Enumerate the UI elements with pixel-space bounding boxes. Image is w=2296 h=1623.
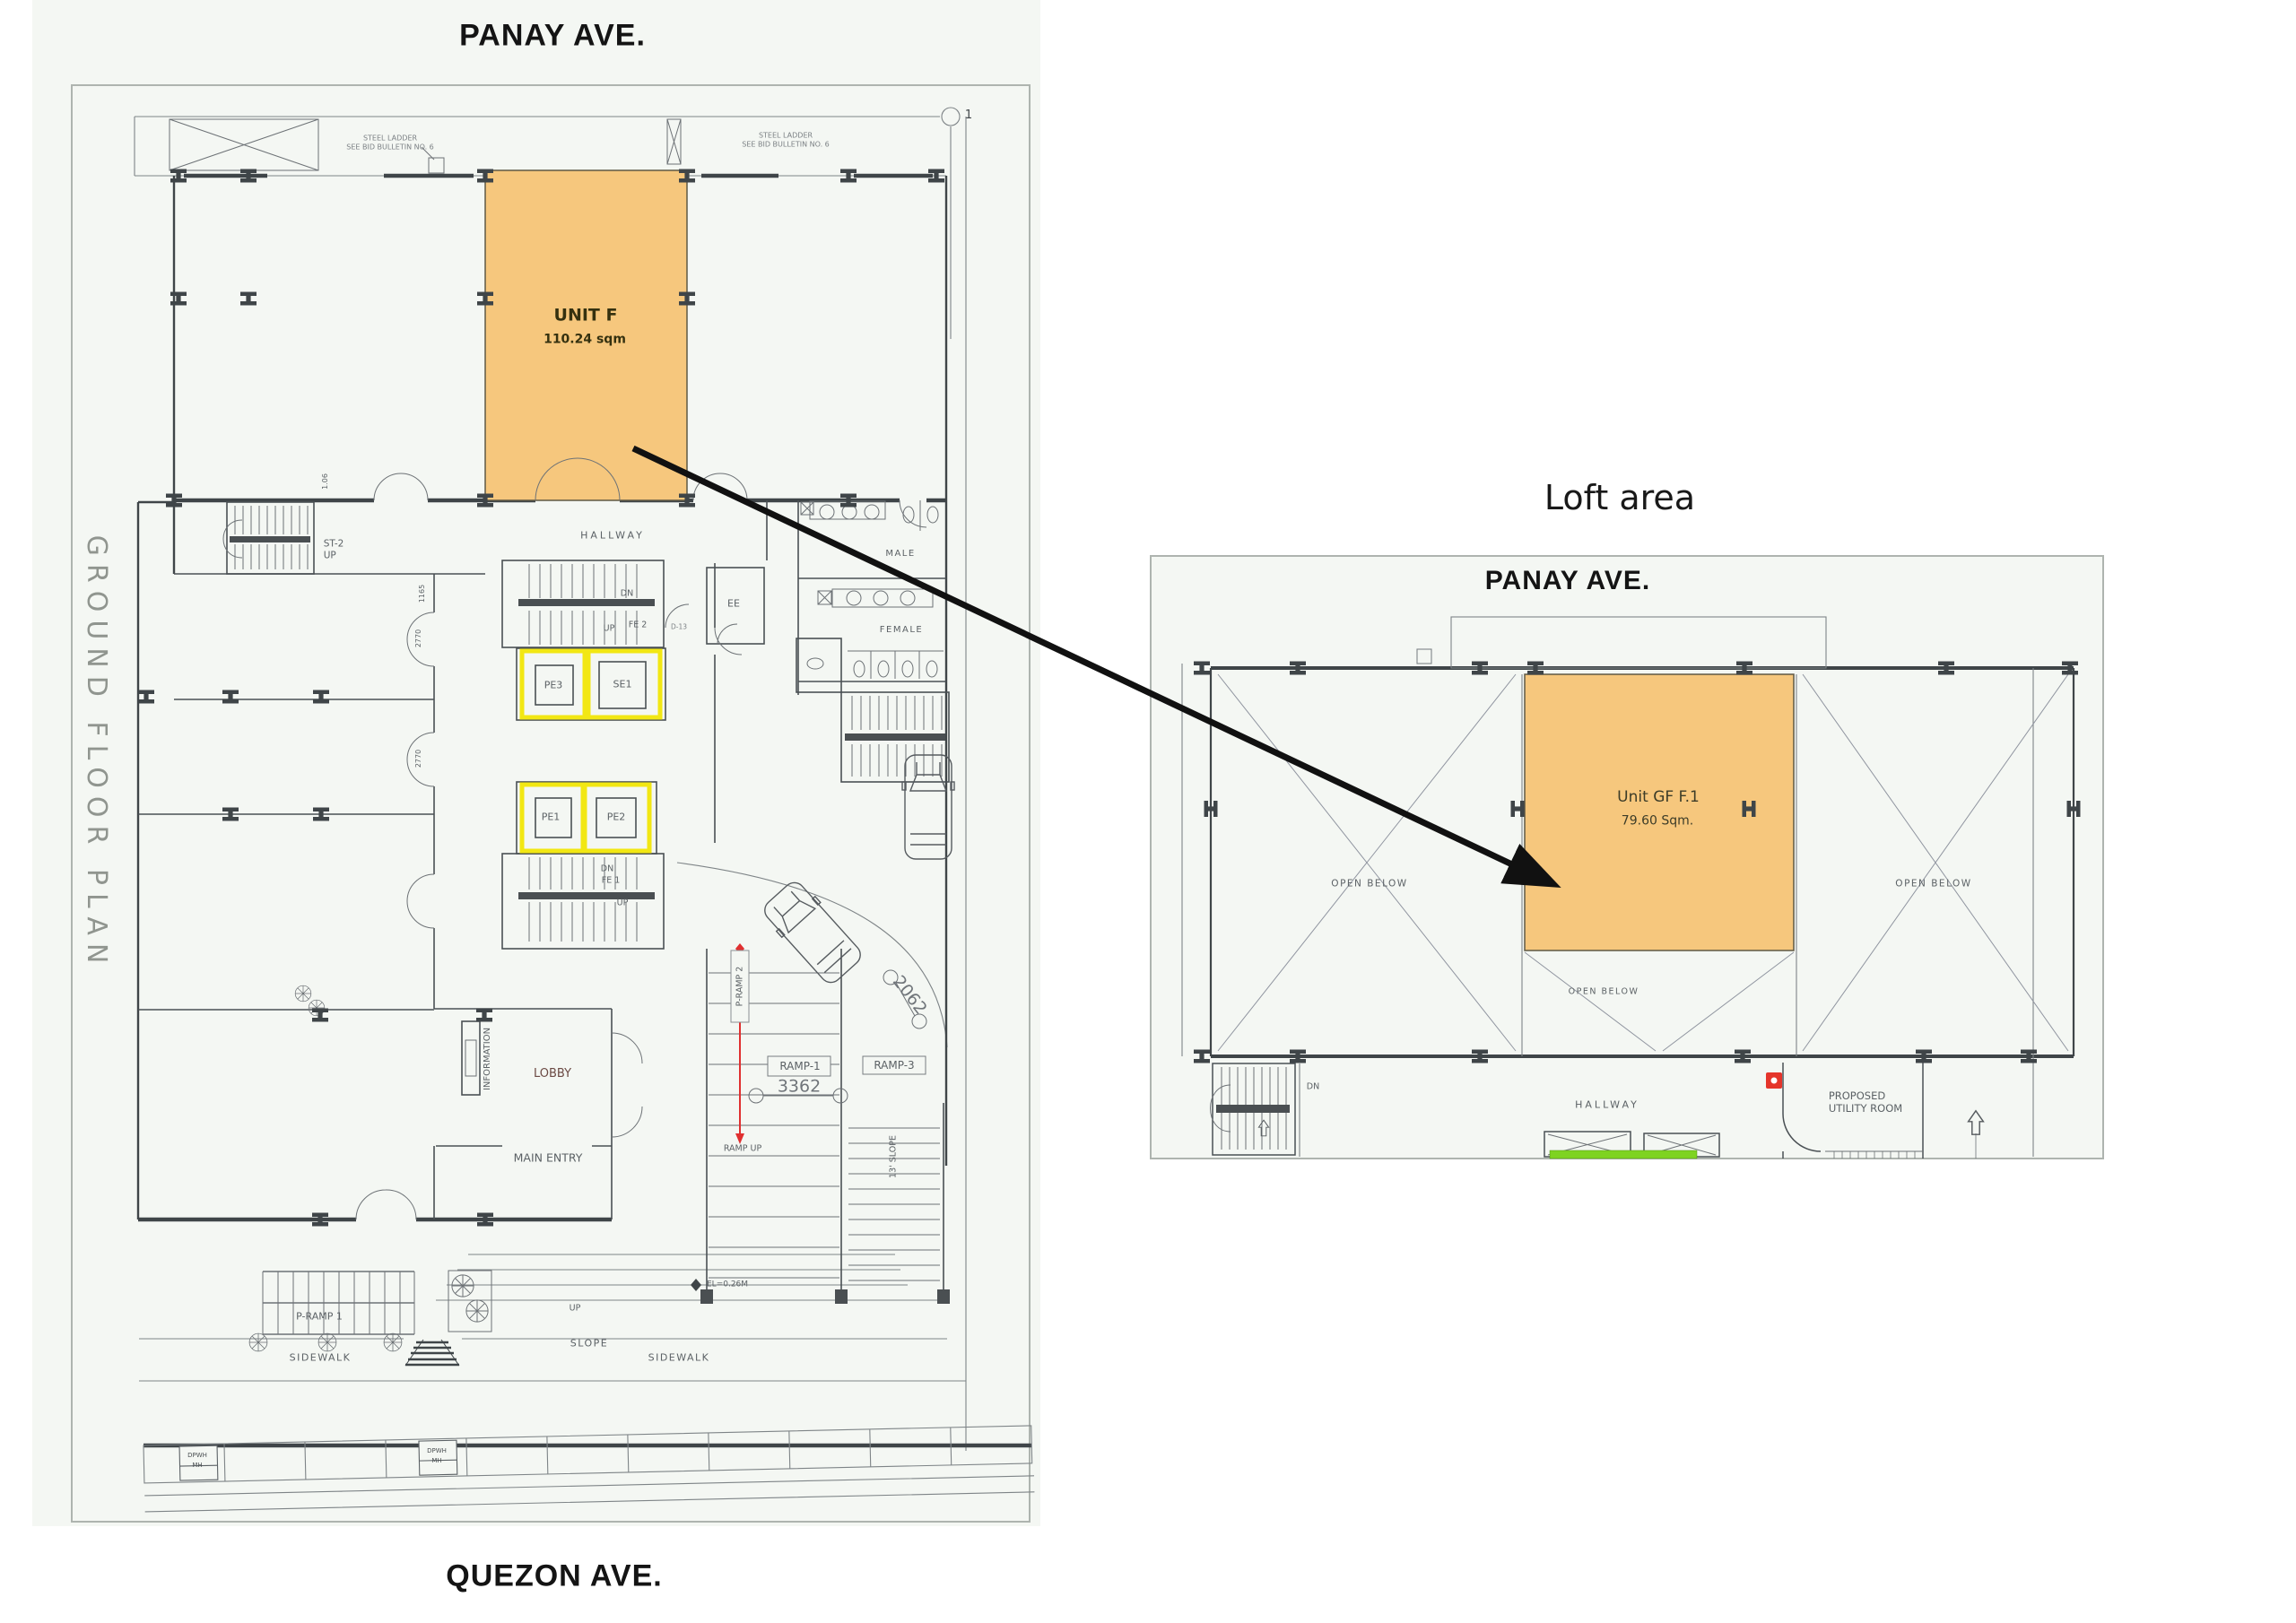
fe2-label: FE 2 bbox=[628, 620, 648, 630]
stair-st2-label: ST-2 UP bbox=[323, 538, 344, 560]
open-below-diagonals bbox=[1217, 673, 2069, 1052]
dim-2770a-label: 2770 bbox=[414, 629, 423, 648]
p-ramp2-label: P-RAMP 2 bbox=[735, 966, 745, 1007]
ramp3-label: RAMP-3 bbox=[874, 1058, 915, 1072]
information-label: INFORMATION bbox=[483, 1027, 492, 1091]
slope-label: SLOPE bbox=[570, 1337, 609, 1350]
elevation-label: EL=0.26M bbox=[707, 1280, 749, 1289]
grid-marker-1: 1 bbox=[964, 108, 973, 123]
fe2-up-label: UP bbox=[603, 623, 615, 634]
unit-gf-f1-area: 79.60 Sqm. bbox=[1621, 813, 1694, 829]
entry-up-label: UP bbox=[569, 1303, 581, 1314]
loft-plan bbox=[1181, 616, 2081, 1159]
slope13-label: 13' SLOPE bbox=[888, 1135, 899, 1178]
quezon-parking-strip bbox=[143, 1425, 1035, 1513]
open-below-right-label: OPEN BELOW bbox=[1895, 878, 1972, 890]
fe1-up-label: UP bbox=[616, 898, 629, 908]
manhole-2-label: DPWH MH bbox=[427, 1446, 447, 1464]
loft-area-title: Loft area bbox=[1544, 478, 1696, 518]
male-toilet-label: MALE bbox=[885, 549, 916, 559]
dim-1165-label: 1165 bbox=[418, 584, 427, 603]
elevator-se1-label: SE1 bbox=[613, 678, 632, 690]
lobby-label: LOBBY bbox=[533, 1067, 572, 1081]
elevator-highlights bbox=[519, 648, 663, 854]
steel-ladder-note-2: STEEL LADDER SEE BID BULLETIN NO. 6 bbox=[742, 131, 830, 148]
open-below-left-label: OPEN BELOW bbox=[1331, 878, 1408, 890]
dim-106-label: 1.06 bbox=[321, 473, 330, 490]
left-sheet-border bbox=[71, 84, 1031, 1523]
ramp-up-label: RAMP UP bbox=[723, 1143, 762, 1154]
street-quezon: QUEZON AVE. bbox=[446, 1558, 663, 1593]
ramp1-dim-label: 3362 bbox=[777, 1076, 822, 1097]
sidewalk-right-label: SIDEWALK bbox=[648, 1351, 710, 1364]
unit-f-highlight bbox=[484, 169, 688, 501]
fe2-dn-label: DN bbox=[620, 588, 634, 599]
elevation-marker-icon bbox=[691, 1279, 701, 1291]
unit-gf-f1-highlight bbox=[1524, 673, 1795, 951]
callout-arrow bbox=[631, 445, 1561, 888]
p-ramp1-label: P-RAMP 1 bbox=[296, 1310, 343, 1323]
plan-title-ground-floor: GROUND FLOOR PLAN bbox=[81, 534, 112, 972]
unit-gf-f1-name: Unit GF F.1 bbox=[1617, 787, 1700, 806]
dim-2770b-label: 2770 bbox=[414, 749, 423, 768]
elevator-pe2-label: PE2 bbox=[606, 811, 626, 823]
sidewalk-left-label: SIDEWALK bbox=[289, 1351, 352, 1364]
elevator-pe3-label: PE3 bbox=[544, 679, 563, 691]
p-ramp2-line bbox=[730, 943, 750, 1144]
fe1-label: FE 1 bbox=[601, 875, 621, 886]
manhole-1-label: DPWH MH bbox=[187, 1451, 207, 1469]
red-marker-icon bbox=[1766, 1072, 1782, 1089]
female-toilet-label: FEMALE bbox=[879, 625, 924, 635]
open-below-center-label: OPEN BELOW bbox=[1568, 986, 1639, 997]
ground-floor-plan bbox=[134, 107, 1035, 1513]
street-panay-left: PANAY AVE. bbox=[459, 18, 646, 53]
loft-dn-label: DN bbox=[1306, 1081, 1320, 1092]
ee-room-label: EE bbox=[727, 597, 740, 610]
main-entry-label: MAIN ENTRY bbox=[513, 1150, 583, 1165]
green-highlight-bar bbox=[1549, 1150, 1698, 1159]
steel-ladder-note-1: STEEL LADDER SEE BID BULLETIN NO. 6 bbox=[346, 134, 434, 151]
elevator-pe1-label: PE1 bbox=[541, 811, 561, 823]
door-d13-label: D-13 bbox=[670, 622, 688, 631]
fe1-dn-label: DN bbox=[600, 864, 614, 874]
hallway-label: HALLWAY bbox=[580, 529, 645, 542]
unit-f-name: UNIT F bbox=[553, 305, 618, 325]
ramp1-label: RAMP-1 bbox=[779, 1059, 821, 1072]
utility-room-label: PROPOSED UTILITY ROOM bbox=[1828, 1089, 1903, 1115]
loft-hallway-label: HALLWAY bbox=[1575, 1098, 1639, 1111]
street-panay-right: PANAY AVE. bbox=[1484, 566, 1651, 595]
unit-f-area: 110.24 sqm bbox=[544, 332, 626, 347]
